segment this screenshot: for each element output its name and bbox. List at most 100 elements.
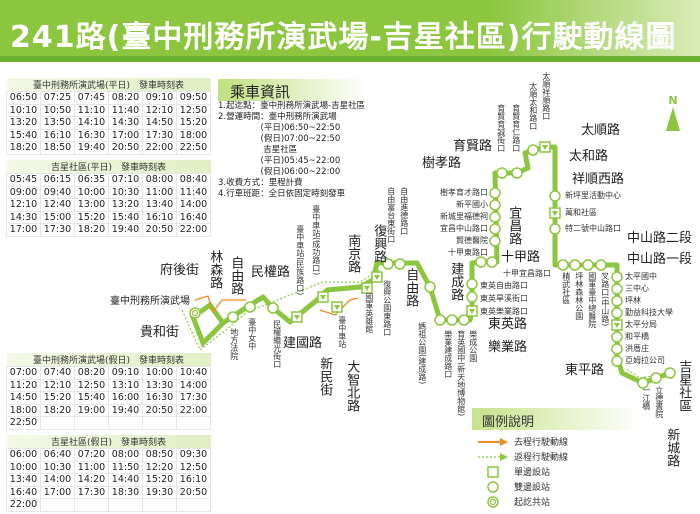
two-side-stop-icon xyxy=(267,302,279,314)
legend-label: 單邊設站 xyxy=(514,468,551,478)
timetable-title: 臺中刑務所演武場(平日) 發車時刻表 xyxy=(6,78,211,92)
stop-label: 自由富台東街口 xyxy=(386,187,396,243)
timetable-row: 22:50 xyxy=(6,416,211,430)
stop-label: 亞姆拉公司 xyxy=(625,356,665,365)
timetable-title: 臺中刑務所演武場(假日) 發車時刻表 xyxy=(6,353,211,367)
stop-label: 勤益科技大學 xyxy=(625,308,673,317)
legend: 圖例說明 去程行駛動線返程行駛動線單邊設站雙邊設站起訖共站 xyxy=(472,408,642,509)
legend-label: 返程行駛動線 xyxy=(514,453,569,463)
road-label: 臺中刑務所演武場 xyxy=(110,296,190,307)
two-side-stop-icon xyxy=(611,295,623,307)
stop-label: 新平國小 xyxy=(456,200,488,209)
orange-arrow-icon xyxy=(478,437,508,446)
direction-icon xyxy=(334,305,340,310)
road-label: 大智北路 xyxy=(344,360,360,412)
terminal-inner-icon xyxy=(191,309,199,317)
two-side-stop-icon xyxy=(466,291,478,303)
departure-time: 19:40 xyxy=(108,223,143,237)
road-label: 新民街 xyxy=(317,357,333,396)
north-label: N xyxy=(668,94,678,107)
legend-item: 返程行駛動線 xyxy=(472,449,642,464)
info-line: (平日)06:50~22:50 xyxy=(218,123,341,133)
stop-label: 育賢育仁路口 xyxy=(511,104,521,152)
road-label: 吉星社區 xyxy=(676,360,692,412)
two-side-stop-icon xyxy=(664,367,676,379)
green-dotted-arrow-icon xyxy=(478,452,508,461)
two-side-stop-icon xyxy=(424,281,436,293)
departure-time: 22:50 xyxy=(176,141,211,155)
ride-info-title: 乘車資訊 xyxy=(218,79,368,101)
legend-title: 圖例說明 xyxy=(472,408,642,430)
road-label: 自由路 xyxy=(228,256,244,295)
road-label: 復興路 xyxy=(371,224,387,263)
two-side-stop-icon xyxy=(650,372,662,384)
stop-label: 特二號中山路口 xyxy=(565,224,621,233)
road-label: 民權路 xyxy=(251,265,291,280)
direction-icon xyxy=(320,295,326,300)
two-side-stop-icon xyxy=(611,331,623,343)
road-label: 樹孝路 xyxy=(422,156,462,171)
two-side-stop-icon xyxy=(434,314,446,326)
road-label: 東英路 xyxy=(488,317,528,332)
stop-label: 叉路口(中山路) xyxy=(600,272,610,327)
two-side-stop-icon xyxy=(227,311,239,323)
two-side-stop-icon xyxy=(611,283,623,295)
departure-time: 17:30 xyxy=(40,223,75,237)
two-side-stop-icon xyxy=(382,258,394,270)
departure-time xyxy=(176,416,211,430)
stop-label: 樂成公園 xyxy=(468,330,478,362)
info-line: (平日)05:45~22:00 xyxy=(218,156,341,166)
stop-label: 國軍英雄館 xyxy=(364,293,374,333)
road-label: 祥順西路 xyxy=(572,172,625,187)
timetable-title: 吉星社區(平日) 發車時刻表 xyxy=(6,160,211,174)
road-label: 育賢路 xyxy=(453,139,493,154)
two-side-stop-icon xyxy=(611,343,623,355)
road-label: 新城路 xyxy=(664,428,680,467)
legend-label: 雙邊設站 xyxy=(514,483,551,493)
stop-label: 新城里福德祠 xyxy=(440,212,488,221)
info-line: (假日)06:00~22:00 xyxy=(218,167,341,177)
direction-icon xyxy=(294,315,300,320)
two-side-stop-icon xyxy=(595,259,607,271)
stop-label: 一江橋 xyxy=(641,386,651,410)
two-side-stop-icon xyxy=(549,190,561,202)
stop-label: 新坪里活動中心 xyxy=(565,191,621,200)
two-side-stop-icon xyxy=(569,259,581,271)
stop-label: 太順太和路口 xyxy=(528,82,538,130)
info-line: 1.起迄點：臺中刑務所演武場-吉星社區 xyxy=(218,101,366,111)
page-title: 241路(臺中刑務所演武場-吉星社區)行駛動線圖 xyxy=(10,20,677,55)
stop-label: 地方法院 xyxy=(229,328,239,360)
stop-label: 立德書院 xyxy=(654,386,664,418)
title-bar: 241路(臺中刑務所演武場-吉星社區)行駛動線圖 xyxy=(0,0,700,62)
two-side-stop-icon xyxy=(466,278,478,290)
two-side-stop-icon xyxy=(511,167,523,179)
stop-label: 三中心 xyxy=(625,284,649,293)
two-side-stop-icon xyxy=(394,258,406,270)
stop-label: 賢德醫院 xyxy=(456,236,488,245)
road-label: 東平路 xyxy=(565,363,605,378)
stop-label: 國軍臺中總醫院 xyxy=(587,272,597,328)
road-label: 中山路一段 xyxy=(627,252,693,267)
stop-label: 東英自由路口 xyxy=(480,281,528,290)
legend-label: 起訖共站 xyxy=(514,498,551,508)
route-return-line xyxy=(181,269,381,351)
stop-label: 東英樂業路口 xyxy=(480,307,528,316)
info-line: 3.收費方式：里程計費 xyxy=(218,178,303,188)
stop-label: 坪林 xyxy=(625,296,641,305)
stop-label: 宜昌中山路口 xyxy=(440,224,488,233)
stop-label: 和平橋 xyxy=(625,332,649,341)
stop-label: 媽祖公園(建成路) xyxy=(417,322,427,385)
north-arrow-icon xyxy=(666,107,680,131)
two-side-stop-icon xyxy=(611,307,623,319)
